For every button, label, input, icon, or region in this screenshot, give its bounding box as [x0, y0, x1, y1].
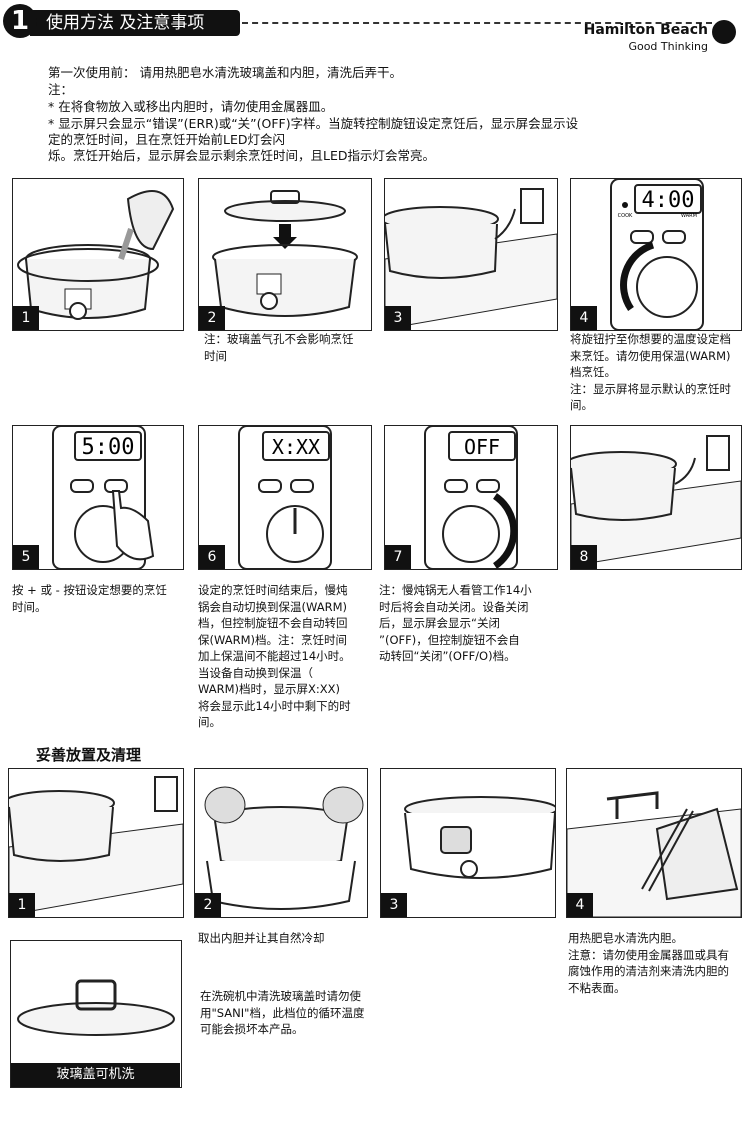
step-number: 5 — [13, 545, 39, 569]
step-5-panel: 5:00 5 — [12, 425, 184, 570]
clean-step-2-panel: 2 — [194, 768, 368, 918]
clean-step-1-panel: 1 — [8, 768, 184, 918]
caption-line: 将旋钮拧至你想要的温度设定档 — [570, 332, 731, 346]
caption-line: 可能会损坏本产品。 — [200, 1022, 304, 1036]
caption-line: 时间 — [204, 348, 227, 363]
caption-line: 后，显示屏会显示“关闭 — [379, 616, 500, 630]
caption-line: 注：显示屏将显示默认的烹饪时 — [570, 381, 731, 396]
step-3-panel: 3 — [384, 178, 558, 331]
wash-pot-illustration — [567, 791, 741, 917]
step-number: 7 — [385, 545, 411, 569]
intro-line-5: 定的烹饪时间，且在烹饪开始前LED灯会闪 — [48, 132, 285, 147]
brand-dot-icon — [712, 20, 736, 44]
caption-line: 加上保温间不能超过14小时。 — [198, 649, 351, 663]
step-number: 2 — [199, 306, 225, 330]
glass-lid-caption: 在洗碗机中清洗玻璃盖时请勿使 用"SANI"档，此档位的循环温度 可能会损坏本产… — [200, 988, 364, 1038]
lcd-display: X:XX — [272, 435, 320, 459]
lcd-display: OFF — [464, 435, 500, 459]
step-number: 4 — [571, 306, 597, 330]
section-title: 使用方法 及注意事项 — [46, 13, 205, 33]
header-divider — [242, 22, 712, 24]
step-number: 2 — [195, 893, 221, 917]
step-2-panel: 2 — [198, 178, 372, 331]
intro-line-3: * 在将食物放入或移出内胆时，请勿使用金属器皿。 — [48, 99, 334, 114]
caption-line: 锅会自动切换到保温(WARM) — [198, 599, 347, 614]
caption-line: 取出内胆并让其自然冷却 — [198, 931, 325, 945]
caption-line: 动转回“关闭”(OFF/O)档。 — [379, 649, 516, 663]
caption-line: ”(OFF)，但控制旋钮不会自 — [379, 632, 520, 647]
auto-off-illustration: OFF — [424, 426, 518, 569]
caption-line: 档，但控制旋钮不会自动转回 — [198, 616, 348, 630]
warm-mode-illustration: X:XX — [238, 426, 332, 569]
caption-line: 间。 — [570, 398, 593, 412]
unplug-before-clean-illustration — [9, 776, 183, 916]
cook-label: COOK — [618, 213, 633, 219]
step-4-panel: 4:00 COOK WARM 4 — [570, 178, 742, 331]
plug-in-illustration — [385, 188, 557, 330]
brand-logo-text: Hamilton Beach — [583, 22, 708, 38]
clean-step-4-panel: 4 — [566, 768, 742, 918]
step-number: 1 — [13, 306, 39, 330]
wipe-base-illustration — [404, 796, 555, 879]
control-panel-illustration: 4:00 COOK WARM — [610, 179, 704, 330]
warm-label: WARM — [681, 213, 697, 219]
intro-line-2: 注： — [48, 82, 74, 97]
caption-line: 时后将会自动关闭。设备关闭 — [379, 599, 529, 614]
step-4-caption: 将旋钮拧至你想要的温度设定档 来烹饪。请勿使用保温(WARM) 档烹饪。 注：显… — [570, 331, 731, 414]
lcd-display: 4:00 — [642, 188, 695, 213]
caption-line: 将会显示此14小时中剩下的时 — [198, 698, 351, 713]
glass-lid-illustration — [17, 979, 175, 1036]
caption-line: 注意：请勿使用金属器皿或具有 — [568, 947, 729, 962]
unplug-illustration — [571, 435, 741, 567]
section-title-bar: 使用方法 及注意事项 — [30, 10, 240, 36]
cleaning-section-title: 妥善放置及清理 — [36, 746, 142, 764]
caption-line: 不粘表面。 — [568, 980, 626, 995]
step-number: 8 — [571, 545, 597, 569]
caption-line: 保(WARM)档。注：烹饪时间 — [198, 632, 347, 647]
step-number: 4 — [567, 893, 593, 917]
step-number: 3 — [385, 306, 411, 330]
caption-line: 注：玻璃盖气孔不会影响烹饪 — [204, 332, 354, 346]
intro-line-6: 烁。烹饪开始后，显示屏会显示剩余烹饪时间，且LED指示灯会常亮。 — [48, 148, 435, 163]
pour-food-illustration — [17, 190, 175, 320]
step-7-panel: OFF 7 — [384, 425, 558, 570]
caption-line: 用"SANI"档，此档位的循环温度 — [200, 1005, 365, 1020]
intro-line-1: 第一次使用前： 请用热肥皂水清洗玻璃盖和内胆，清洗后弄干。 — [48, 65, 402, 80]
clean-step-2-caption: 取出内胆并让其自然冷却 — [198, 930, 325, 947]
step-5-caption: 按 + 或 - 按钮设定想要的烹饪 时间。 — [12, 582, 167, 615]
caption-line: 用热肥皂水清洗内胆。 — [568, 931, 683, 945]
step-6-caption: 设定的烹饪时间结束后，慢炖 锅会自动切换到保温(WARM) 档，但控制旋钮不会自… — [198, 582, 351, 731]
press-button-illustration: 5:00 — [52, 426, 155, 569]
step-number: 6 — [199, 545, 225, 569]
clean-step-4-caption: 用热肥皂水清洗内胆。 注意：请勿使用金属器皿或具有 腐蚀作用的清洁剂来清洗内胆的… — [568, 930, 729, 996]
section-number-badge: 1 — [3, 4, 37, 38]
step-number: 1 — [9, 893, 35, 917]
caption-line: 来烹饪。请勿使用保温(WARM) — [570, 348, 731, 363]
glass-lid-panel: 玻璃盖可机洗 — [10, 940, 182, 1088]
caption-line: 当设备自动换到保温（ — [198, 665, 313, 680]
step-8-panel: 8 — [570, 425, 742, 570]
caption-line: 腐蚀作用的清洁剂来清洗内胆的 — [568, 964, 729, 978]
caption-line: 按 + 或 - 按钮设定想要的烹饪 — [12, 583, 167, 597]
step-1-panel: 1 — [12, 178, 184, 331]
step-number: 3 — [381, 893, 407, 917]
step-6-panel: X:XX 6 — [198, 425, 372, 570]
intro-line-4: * 显示屏只会显示“错误”(ERR)或“关”(OFF)字样。当旋转控制旋钮设定烹… — [48, 116, 579, 131]
caption-line: 注：慢炖锅无人看管工作14小 — [379, 583, 532, 597]
caption-line: 设定的烹饪时间结束后，慢炖 — [198, 583, 348, 597]
caption-line: 时间。 — [12, 599, 47, 614]
dishwasher-safe-label: 玻璃盖可机洗 — [11, 1063, 180, 1087]
clean-step-3-panel: 3 — [380, 768, 556, 918]
caption-line: 在洗碗机中清洗玻璃盖时请勿使 — [200, 989, 361, 1003]
step-7-caption: 注：慢炖锅无人看管工作14小 时后将会自动关闭。设备关闭 后，显示屏会显示“关闭… — [379, 582, 532, 665]
caption-line: WARM)档时，显示屏X:XX) — [198, 682, 341, 696]
brand-tagline: Good Thinking — [628, 40, 708, 53]
step-2-caption: 注：玻璃盖气孔不会影响烹饪 时间 — [204, 331, 354, 364]
place-lid-illustration — [212, 190, 358, 317]
caption-line: 档烹饪。 — [570, 365, 616, 379]
lcd-display: 5:00 — [82, 435, 135, 460]
caption-line: 间。 — [198, 715, 221, 729]
